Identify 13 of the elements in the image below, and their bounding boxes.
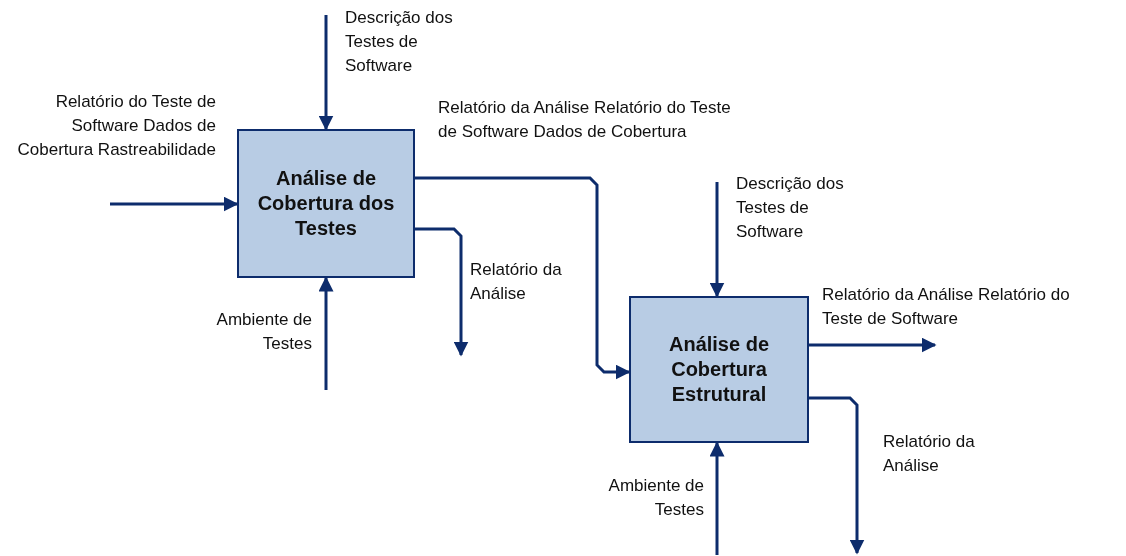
arrow <box>809 396 865 555</box>
arrow <box>709 182 725 298</box>
process-box <box>629 296 809 443</box>
arrow <box>709 441 725 555</box>
arrow <box>318 15 334 131</box>
process-title: Análise de Cobertura dos Testes <box>256 166 396 241</box>
arrow <box>318 276 334 390</box>
arrow <box>110 196 239 212</box>
process-title: Análise de Cobertura Estrutural <box>667 332 770 407</box>
arrow <box>415 176 631 380</box>
arrow <box>809 337 937 353</box>
arrow <box>415 227 469 357</box>
process-box <box>237 129 415 278</box>
